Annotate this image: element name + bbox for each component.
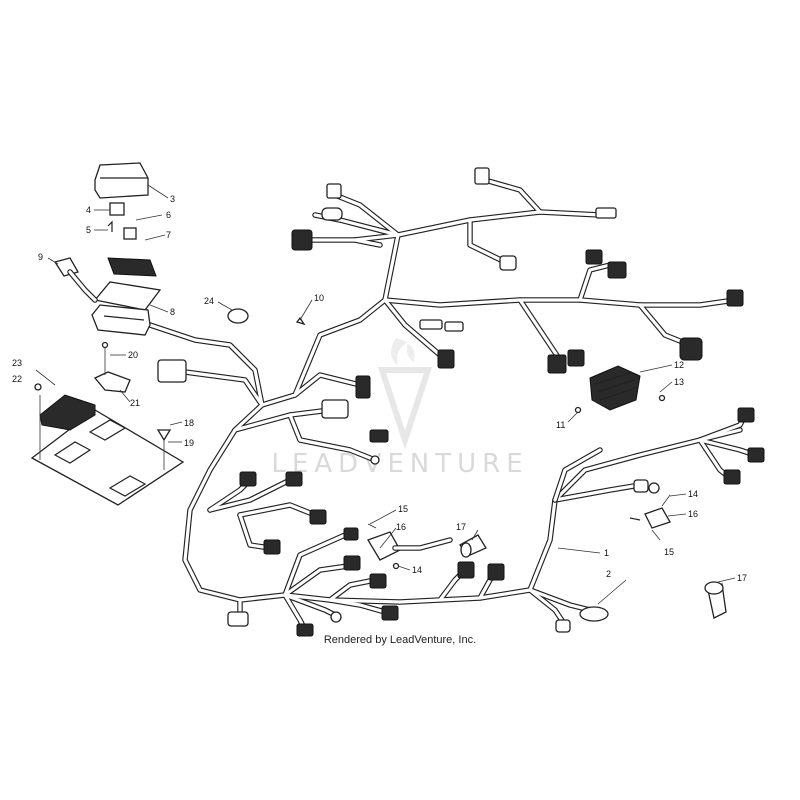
bracket-16-right xyxy=(644,507,671,529)
callout-24: 24 xyxy=(204,296,214,306)
callout-1: 1 xyxy=(604,548,609,558)
connector-icon xyxy=(437,349,455,369)
connector-icon xyxy=(381,605,399,621)
connector-icon xyxy=(285,471,303,487)
callout-7: 7 xyxy=(166,230,171,240)
fuse-strip-icon xyxy=(107,257,157,277)
callout-16-right: 16 xyxy=(688,509,698,519)
callout-5: 5 xyxy=(86,225,91,235)
callout-17-left: 17 xyxy=(456,522,466,532)
connector-icon xyxy=(555,619,571,633)
connector-icon xyxy=(679,337,703,361)
callout-8: 8 xyxy=(170,307,175,317)
connector-icon xyxy=(457,561,475,579)
connector-icon xyxy=(355,375,371,399)
harness-2-end xyxy=(579,606,609,622)
callout-20: 20 xyxy=(128,350,138,360)
callout-3: 3 xyxy=(170,194,175,204)
connector-icon xyxy=(585,249,603,265)
callout-14-left: 14 xyxy=(412,565,422,575)
connector-icon xyxy=(326,183,342,199)
callout-2: 2 xyxy=(606,569,611,579)
connector-icon xyxy=(157,359,187,383)
small-parts xyxy=(227,308,727,622)
connector-icon xyxy=(747,447,765,463)
control-module xyxy=(39,394,96,431)
connector-icon xyxy=(369,429,389,443)
fuse-box-assembly xyxy=(53,162,162,336)
callout-16-left: 16 xyxy=(396,522,406,532)
watermark: LEADVENTURE xyxy=(271,338,528,479)
connector-icon xyxy=(296,623,314,637)
callout-15-right: 15 xyxy=(664,547,674,557)
watermark-text: LEADVENTURE xyxy=(271,449,528,479)
harness-connectors xyxy=(157,167,765,637)
connector-icon xyxy=(291,229,313,251)
callout-14-right: 14 xyxy=(688,489,698,499)
callout-21: 21 xyxy=(130,398,140,408)
clip-10-icon xyxy=(295,316,306,326)
regulator-12 xyxy=(589,365,641,411)
callout-15-left: 15 xyxy=(398,504,408,514)
relay-icon xyxy=(109,202,125,216)
connector-icon xyxy=(369,573,387,589)
connector-icon xyxy=(595,207,617,219)
relay-small-icon xyxy=(123,227,137,240)
screw-14-left-icon xyxy=(392,562,400,570)
screw-18-icon xyxy=(156,429,172,442)
callout-6: 6 xyxy=(166,210,171,220)
credit-text: Rendered by LeadVenture, Inc. xyxy=(324,634,476,646)
connector-icon xyxy=(330,611,342,623)
main-harness xyxy=(147,177,758,633)
connector-icon xyxy=(499,255,517,271)
connector-icon xyxy=(567,349,585,367)
connector-icon xyxy=(343,555,361,571)
callout-12: 12 xyxy=(674,360,684,370)
connector-icon xyxy=(648,482,660,494)
callout-22: 22 xyxy=(12,374,22,384)
fuse-gasket xyxy=(93,281,162,311)
callout-13: 13 xyxy=(674,377,684,387)
callout-19: 19 xyxy=(184,438,194,448)
callout-4: 4 xyxy=(86,205,91,215)
connector-icon xyxy=(474,167,490,185)
bracket-21 xyxy=(93,371,131,393)
connector-icon xyxy=(239,471,257,487)
callout-labels: 1 2 3 4 5 6 7 8 9 10 11 12 13 14 14 15 1… xyxy=(12,194,747,583)
connector-icon xyxy=(343,527,359,541)
fuse-box-cover xyxy=(94,162,149,199)
connector-icon xyxy=(309,509,327,525)
screw-11-icon xyxy=(574,406,582,414)
connector-icon xyxy=(370,455,380,465)
fuse-box-base xyxy=(91,304,151,336)
clamp-24-icon xyxy=(227,308,249,324)
connector-icon xyxy=(419,319,443,330)
connector-icon xyxy=(723,469,741,485)
connector-icon xyxy=(263,539,281,555)
callout-11: 11 xyxy=(556,420,565,430)
connector-icon xyxy=(227,611,249,627)
leader-lines xyxy=(35,184,736,605)
connector-icon xyxy=(737,407,755,423)
mounting-plate-assembly xyxy=(30,341,185,506)
connector-icon xyxy=(726,289,744,307)
connector-icon xyxy=(547,354,567,374)
screw-22-icon xyxy=(34,383,42,391)
connector-icon xyxy=(321,207,343,221)
callout-23: 23 xyxy=(12,358,22,368)
callout-10: 10 xyxy=(314,293,324,303)
callout-9: 9 xyxy=(38,252,43,262)
watermark-logo-icon xyxy=(377,338,433,450)
callout-17-right: 17 xyxy=(737,573,747,583)
connector-icon xyxy=(633,479,649,493)
connector-icon xyxy=(487,563,505,581)
connector-icon xyxy=(607,261,627,279)
connector-icon xyxy=(321,399,349,419)
screw-13-icon xyxy=(658,394,666,402)
callout-18: 18 xyxy=(184,418,194,428)
connector-icon xyxy=(444,321,464,332)
